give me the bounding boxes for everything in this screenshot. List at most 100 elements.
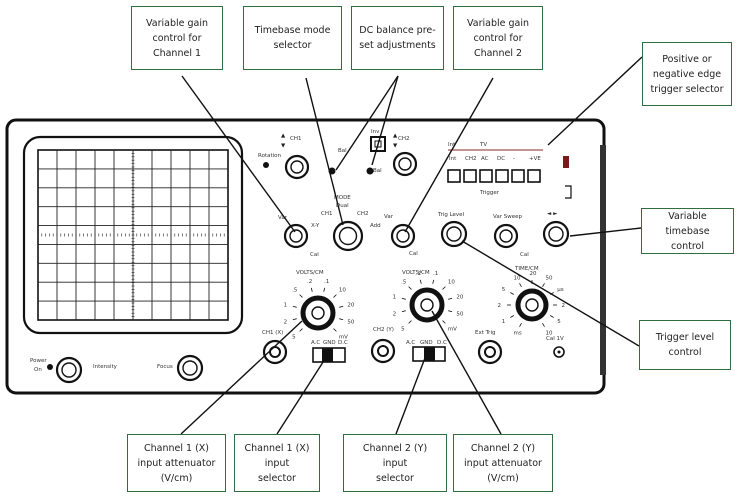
dial-tick	[549, 315, 554, 318]
leader-ch1-attenuator	[180, 320, 303, 435]
variable-sweep-knob-cap	[499, 229, 513, 243]
leader-dc-balance-b	[335, 75, 399, 171]
ch2-attenuator-knob-cap	[420, 298, 434, 312]
dial-tick	[292, 318, 297, 321]
dial-tick	[448, 297, 453, 300]
trigger-button[interactable]	[527, 169, 541, 183]
rotation-screw[interactable]	[263, 162, 269, 168]
dial-scale-label: 2	[393, 312, 397, 318]
trigger-button[interactable]	[463, 169, 477, 183]
ch1-down-arrow: ▼	[281, 143, 286, 149]
horizontal-position-arrows: ◄ ►	[547, 211, 558, 217]
dial-scale-label: 50	[546, 275, 553, 281]
trig-level-label: Trig Level	[437, 212, 465, 218]
callout-ch1-selector: Channel 1 (X) input selector	[234, 434, 320, 492]
dial-tick	[401, 297, 406, 300]
ch1-mode-label: CH1	[321, 211, 332, 217]
trigger-button[interactable]	[447, 169, 461, 183]
trigger-label: Trigger	[479, 190, 500, 196]
dial-scale-label: 2	[284, 320, 288, 326]
dial-tick	[299, 294, 303, 298]
dial-scale-label: 5	[401, 326, 405, 332]
inv-label: Inv	[371, 129, 380, 135]
dual-label: Dual	[336, 203, 349, 209]
leader-ch2-attenuator	[431, 310, 502, 435]
ch1-var-label: Var	[278, 215, 288, 221]
dial-scale-label: 10	[546, 331, 553, 337]
dial-scale-label: 20	[456, 294, 463, 300]
bal-label-1: Bal	[338, 148, 347, 154]
ch2-y-label: CH2 (Y)	[373, 327, 394, 333]
intensity-label: Intensity	[93, 364, 118, 370]
dial-tick	[323, 287, 326, 292]
mode-label: MODE	[334, 195, 351, 201]
leader-trigger-level	[461, 240, 640, 347]
power-label: Power	[30, 358, 47, 364]
ch1-attenuator-knob-cap	[311, 306, 325, 320]
focus-label: Focus	[157, 364, 173, 370]
leader-ch2-selector	[395, 357, 426, 435]
callout-ch2-attenuator: Channel 2 (Y) input attenuator (V/cm)	[453, 434, 553, 492]
dial-scale-label: μs	[557, 287, 563, 293]
dial-scale-label: 2	[562, 303, 566, 309]
timebase-mode-knob-cap	[338, 226, 358, 246]
ext-trig-label: Ext Trig	[475, 330, 495, 336]
callout-ch1-attenuator: Channel 1 (X) input attenuator (V/cm)	[127, 434, 226, 492]
dial-tick	[339, 318, 344, 321]
ch1-gnd-label: GND	[323, 340, 336, 346]
leader-edge-trigger	[547, 56, 643, 146]
dial-scale-label: 10	[514, 275, 521, 281]
dial-scale-label: 5	[292, 334, 296, 340]
ch1-dc-label: D.C	[338, 340, 348, 346]
dial-tick	[401, 310, 406, 313]
trigger-bracket	[565, 185, 572, 199]
dial-scale-label: .1	[324, 279, 329, 285]
power-lamp	[47, 364, 53, 370]
dial-scale-label: 2	[498, 303, 502, 309]
ext-trig-connector-pin	[484, 346, 496, 358]
trigger-button[interactable]	[495, 169, 509, 183]
dial-scale-label: mV	[339, 334, 348, 340]
dial-scale-label: .2	[307, 279, 312, 285]
callout-var-timebase: Variable timebase control	[641, 208, 734, 254]
ch2-volts-cm-label: VOLTS/CM	[402, 270, 430, 276]
dial-scale-label: 1	[284, 302, 288, 308]
ch1-cal-label: Cal	[310, 252, 319, 258]
dial-tick	[408, 320, 412, 324]
dial-tick	[299, 328, 303, 332]
trigger-button[interactable]	[479, 169, 493, 183]
dial-scale-label: 1	[502, 319, 506, 325]
ch2-gnd-label: GND	[420, 340, 433, 346]
ch2-dc-label: D.C	[437, 340, 447, 346]
time-cm-label: TIME/CM	[514, 266, 539, 272]
trigger-button[interactable]	[511, 169, 525, 183]
scope-side-edge	[600, 145, 606, 375]
callout-trigger-level: Trigger level control	[639, 320, 731, 370]
ch1-x-label: CH1 (X)	[262, 330, 283, 336]
dial-tick	[519, 322, 522, 327]
horizontal-position-knob-cap	[548, 226, 564, 242]
ch2-coupling-slider[interactable]	[424, 347, 435, 361]
ch1-coupling-slider[interactable]	[322, 348, 333, 362]
trigger-button-label: AC	[481, 156, 489, 162]
trigger-button-label: DC	[497, 156, 505, 162]
ch2-var-label: Var	[384, 214, 394, 220]
callout-dc-balance: DC balance pre- set adjustments	[351, 6, 444, 70]
ch1-input-connector-pin	[269, 346, 281, 358]
callout-timebase-mode: Timebase mode selector	[243, 6, 342, 70]
trigger-button-label: -	[513, 156, 515, 162]
ch2-cal-label: Cal	[409, 251, 418, 257]
dial-scale-label: 10	[339, 288, 346, 294]
ch1-ac-label: A.C	[311, 340, 320, 346]
leader-var-gain-ch2	[404, 77, 494, 233]
ch2-balance-screw[interactable]	[366, 167, 374, 175]
dial-scale-label: 5	[557, 319, 561, 325]
xy-label: X-Y	[311, 223, 320, 229]
dial-scale-label: .5	[292, 288, 298, 294]
ch1-up-arrow: ▲	[281, 133, 286, 139]
